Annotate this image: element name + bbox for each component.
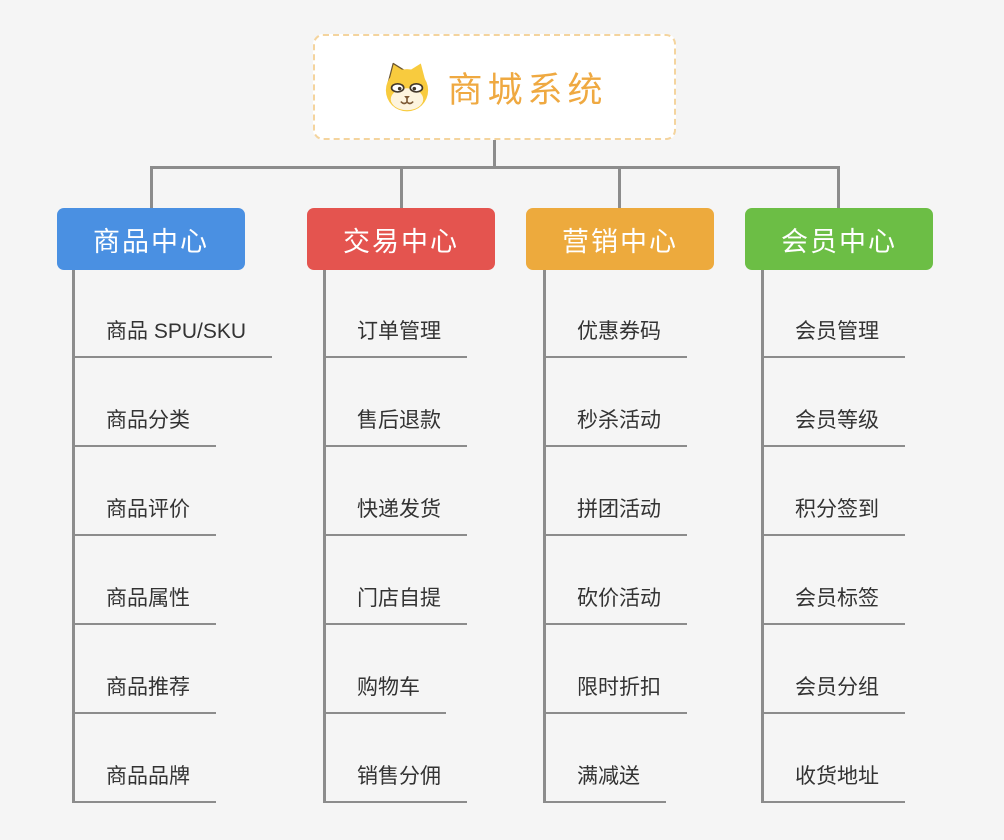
leaf-node[interactable]: 会员分组	[761, 672, 905, 714]
leaf-node[interactable]: 快递发货	[323, 494, 467, 536]
leaf-node[interactable]: 订单管理	[323, 316, 467, 358]
connector-spine-branch-3	[543, 270, 546, 803]
leaf-node[interactable]: 满减送	[543, 761, 666, 803]
connector-stub-branch-4	[837, 166, 840, 208]
leaf-node[interactable]: 销售分佣	[323, 761, 467, 803]
connector-rail	[150, 166, 839, 169]
connector-spine-branch-4	[761, 270, 764, 803]
connector-stub-branch-1	[150, 166, 153, 208]
leaf-node[interactable]: 门店自提	[323, 583, 467, 625]
leaf-node[interactable]: 商品推荐	[72, 672, 216, 714]
branch-node-trade-center[interactable]: 交易中心	[307, 208, 495, 270]
branch-node-member-center[interactable]: 会员中心	[745, 208, 933, 270]
leaf-node[interactable]: 购物车	[323, 672, 446, 714]
leaf-node[interactable]: 限时折扣	[543, 672, 687, 714]
leaf-node[interactable]: 秒杀活动	[543, 405, 687, 447]
connector-spine-branch-2	[323, 270, 326, 803]
root-title: 商城系统	[447, 70, 608, 110]
leaf-node[interactable]: 优惠券码	[543, 316, 687, 358]
leaf-node[interactable]: 收货地址	[761, 761, 905, 803]
branch-node-marketing-center[interactable]: 营销中心	[526, 208, 714, 270]
branch-node-product-center[interactable]: 商品中心	[57, 208, 245, 270]
leaf-node[interactable]: 商品 SPU/SKU	[72, 316, 273, 358]
leaf-node[interactable]: 会员等级	[761, 405, 905, 447]
leaf-node[interactable]: 会员标签	[761, 583, 905, 625]
connector-stub-branch-3	[618, 166, 621, 208]
leaf-node[interactable]: 商品评价	[72, 494, 216, 536]
leaf-node[interactable]: 售后退款	[323, 405, 467, 447]
connector-spine-branch-1	[72, 270, 75, 803]
leaf-node[interactable]: 积分签到	[761, 494, 905, 536]
connector-root-stub	[493, 140, 496, 169]
root-node[interactable]: 商城系统	[313, 34, 676, 140]
leaf-node[interactable]: 商品分类	[72, 405, 216, 447]
leaf-node[interactable]: 商品属性	[72, 583, 216, 625]
leaf-node[interactable]: 砍价活动	[543, 583, 687, 625]
leaf-node[interactable]: 拼团活动	[543, 494, 687, 536]
shiba-dog-icon	[386, 62, 429, 112]
connector-stub-branch-2	[400, 166, 403, 208]
leaf-node[interactable]: 会员管理	[761, 316, 905, 358]
leaf-node[interactable]: 商品品牌	[72, 761, 216, 803]
